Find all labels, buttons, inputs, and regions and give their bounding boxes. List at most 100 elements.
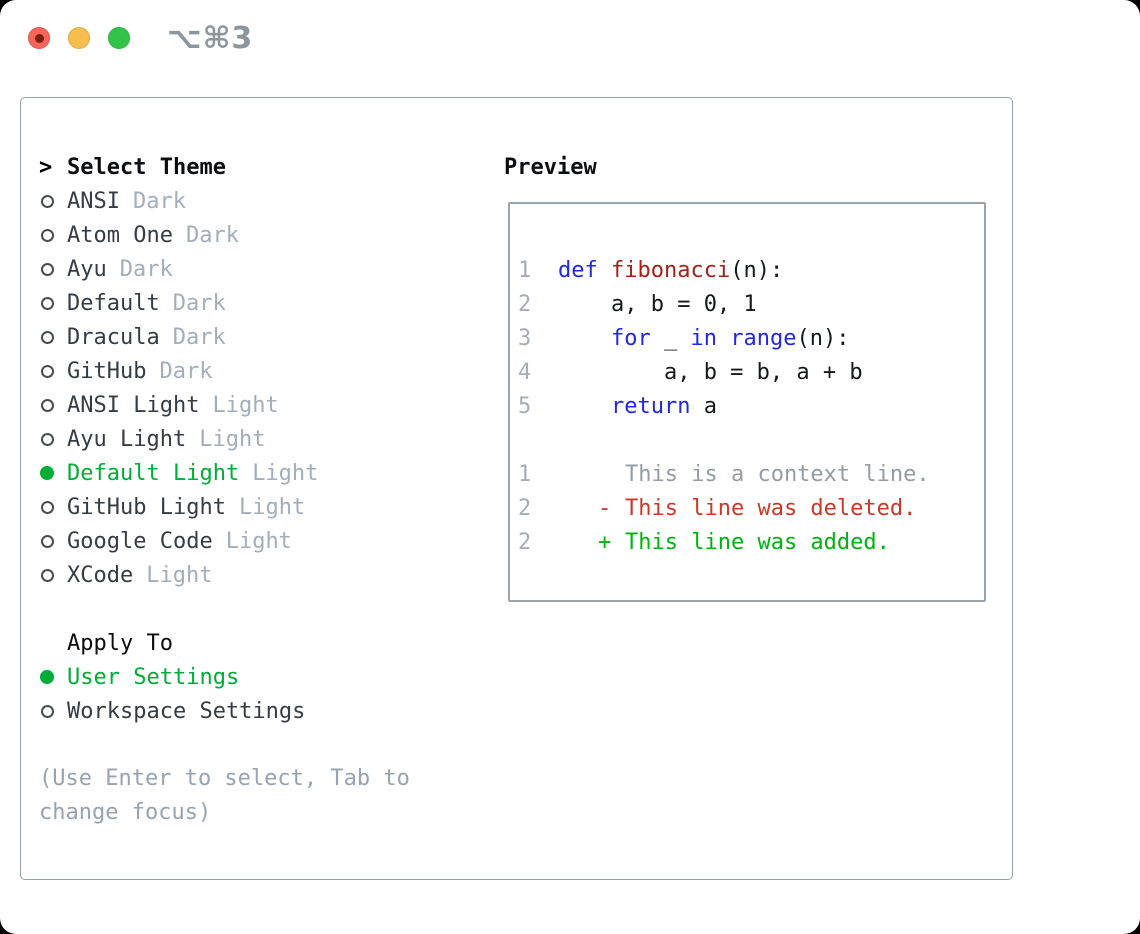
code-text: return a — [610, 393, 717, 419]
radio-icon — [41, 262, 54, 276]
line-number: 2 — [518, 291, 532, 317]
line-number: 1 — [518, 461, 532, 487]
theme-variant-label: Dark — [172, 324, 226, 350]
diff-text: This line was deleted. — [625, 495, 917, 521]
theme-variant-label: Light — [238, 494, 306, 520]
theme-name: Atom One — [67, 222, 173, 248]
apply-option-label: User Settings — [67, 664, 240, 690]
theme-option-github[interactable]: GitHub Dark — [39, 354, 459, 388]
code-text: def fibonacci(n): — [558, 257, 784, 283]
theme-variant-label: Light — [146, 562, 213, 588]
line-number: 5 — [518, 393, 532, 419]
theme-variant-label: Light — [212, 392, 279, 418]
radio-icon — [41, 568, 54, 582]
apply-option-label: Workspace Settings — [67, 698, 306, 724]
theme-option-github-light[interactable]: GitHub Light Light — [39, 490, 459, 524]
radio-selected-icon — [40, 466, 54, 480]
code-text: a, b = b, a + b — [558, 359, 863, 385]
spacer — [39, 592, 459, 626]
theme-name: Default — [67, 290, 160, 316]
diff-text: This is a context line. — [625, 461, 930, 487]
radio-icon — [41, 296, 54, 310]
radio-icon — [41, 398, 54, 412]
theme-variant-label: Dark — [159, 358, 213, 384]
spacer — [39, 728, 459, 762]
theme-name: GitHub — [67, 358, 147, 384]
line-number: 1 — [518, 257, 532, 283]
apply-option-user-settings[interactable]: User Settings — [39, 660, 459, 694]
code-line: 3 for _ in range(n): — [518, 321, 978, 355]
apply-option-workspace-settings[interactable]: Workspace Settings — [39, 694, 459, 728]
keyboard-hint: (Use Enter to select, Tab to change focu… — [39, 766, 410, 825]
close-button-icon[interactable] — [28, 27, 50, 49]
preview-title: Preview — [504, 154, 597, 180]
theme-name: Google Code — [67, 528, 213, 554]
theme-option-ayu[interactable]: Ayu Dark — [39, 252, 459, 286]
code-line: 1 def fibonacci(n): — [518, 253, 978, 287]
diff-text: This line was added. — [625, 529, 890, 555]
theme-variant-label: Dark — [185, 222, 239, 248]
line-number: 2 — [518, 495, 532, 521]
theme-variant-label: Dark — [132, 188, 186, 214]
theme-variant-label: Dark — [119, 256, 173, 282]
code-text: for _ in range(n): — [610, 325, 850, 351]
line-number: 3 — [518, 325, 532, 351]
code-line: 4 a, b = b, a + b — [518, 355, 978, 389]
theme-name: Dracula — [67, 324, 160, 350]
theme-name: Default Light — [67, 460, 240, 486]
radio-icon — [41, 432, 54, 446]
line-number: 4 — [518, 359, 532, 385]
theme-option-ansi-light[interactable]: ANSI Light Light — [39, 388, 459, 422]
theme-name: XCode — [67, 562, 134, 588]
radio-icon — [41, 364, 54, 378]
diff-marker: - — [598, 495, 612, 521]
blank-code-line — [518, 423, 978, 457]
select-theme-title: Select Theme — [67, 154, 226, 180]
theme-option-ayu-light[interactable]: Ayu Light Light — [39, 422, 459, 456]
radio-icon — [41, 228, 54, 242]
theme-variant-label: Light — [252, 460, 319, 486]
diff-line-context: 1 This is a context line. — [518, 457, 978, 491]
theme-option-dracula[interactable]: Dracula Dark — [39, 320, 459, 354]
code-text: a, b = 0, 1 — [558, 291, 757, 317]
radio-selected-icon — [40, 670, 54, 684]
theme-option-xcode[interactable]: XCode Light — [39, 558, 459, 592]
diff-line-deleted: 2 -This line was deleted. — [518, 491, 978, 525]
theme-name: GitHub Light — [67, 494, 226, 520]
theme-name: Ayu — [67, 256, 107, 282]
minimize-button-icon[interactable] — [68, 27, 90, 49]
radio-icon — [41, 534, 54, 548]
diff-marker — [598, 462, 625, 487]
select-theme-header: > Select Theme — [39, 150, 459, 184]
zoom-button-icon[interactable] — [108, 27, 130, 49]
radio-icon — [41, 330, 54, 344]
theme-option-ansi[interactable]: ANSI Dark — [39, 184, 459, 218]
theme-variant-label: Dark — [172, 290, 226, 316]
line-number: 2 — [518, 529, 532, 555]
theme-name: Ayu Light — [67, 426, 187, 452]
theme-name: ANSI Light — [67, 392, 200, 418]
diff-marker: + — [598, 529, 612, 555]
radio-icon — [41, 704, 54, 718]
window-title: ⌥⌘3 — [167, 21, 254, 56]
theme-option-default-light[interactable]: Default Light Light — [39, 456, 459, 490]
apply-to-header: Apply To — [39, 626, 459, 660]
theme-name: ANSI — [67, 188, 120, 214]
code-line: 2 a, b = 0, 1 — [518, 287, 978, 321]
radio-icon — [41, 194, 54, 208]
radio-icon — [41, 500, 54, 514]
diff-line-added: 2 + This line was added. — [518, 525, 978, 559]
theme-variant-label: Light — [199, 426, 266, 452]
code-line: 5 return a — [518, 389, 978, 423]
theme-option-atom-one[interactable]: Atom One Dark — [39, 218, 459, 252]
theme-option-default[interactable]: Default Dark — [39, 286, 459, 320]
